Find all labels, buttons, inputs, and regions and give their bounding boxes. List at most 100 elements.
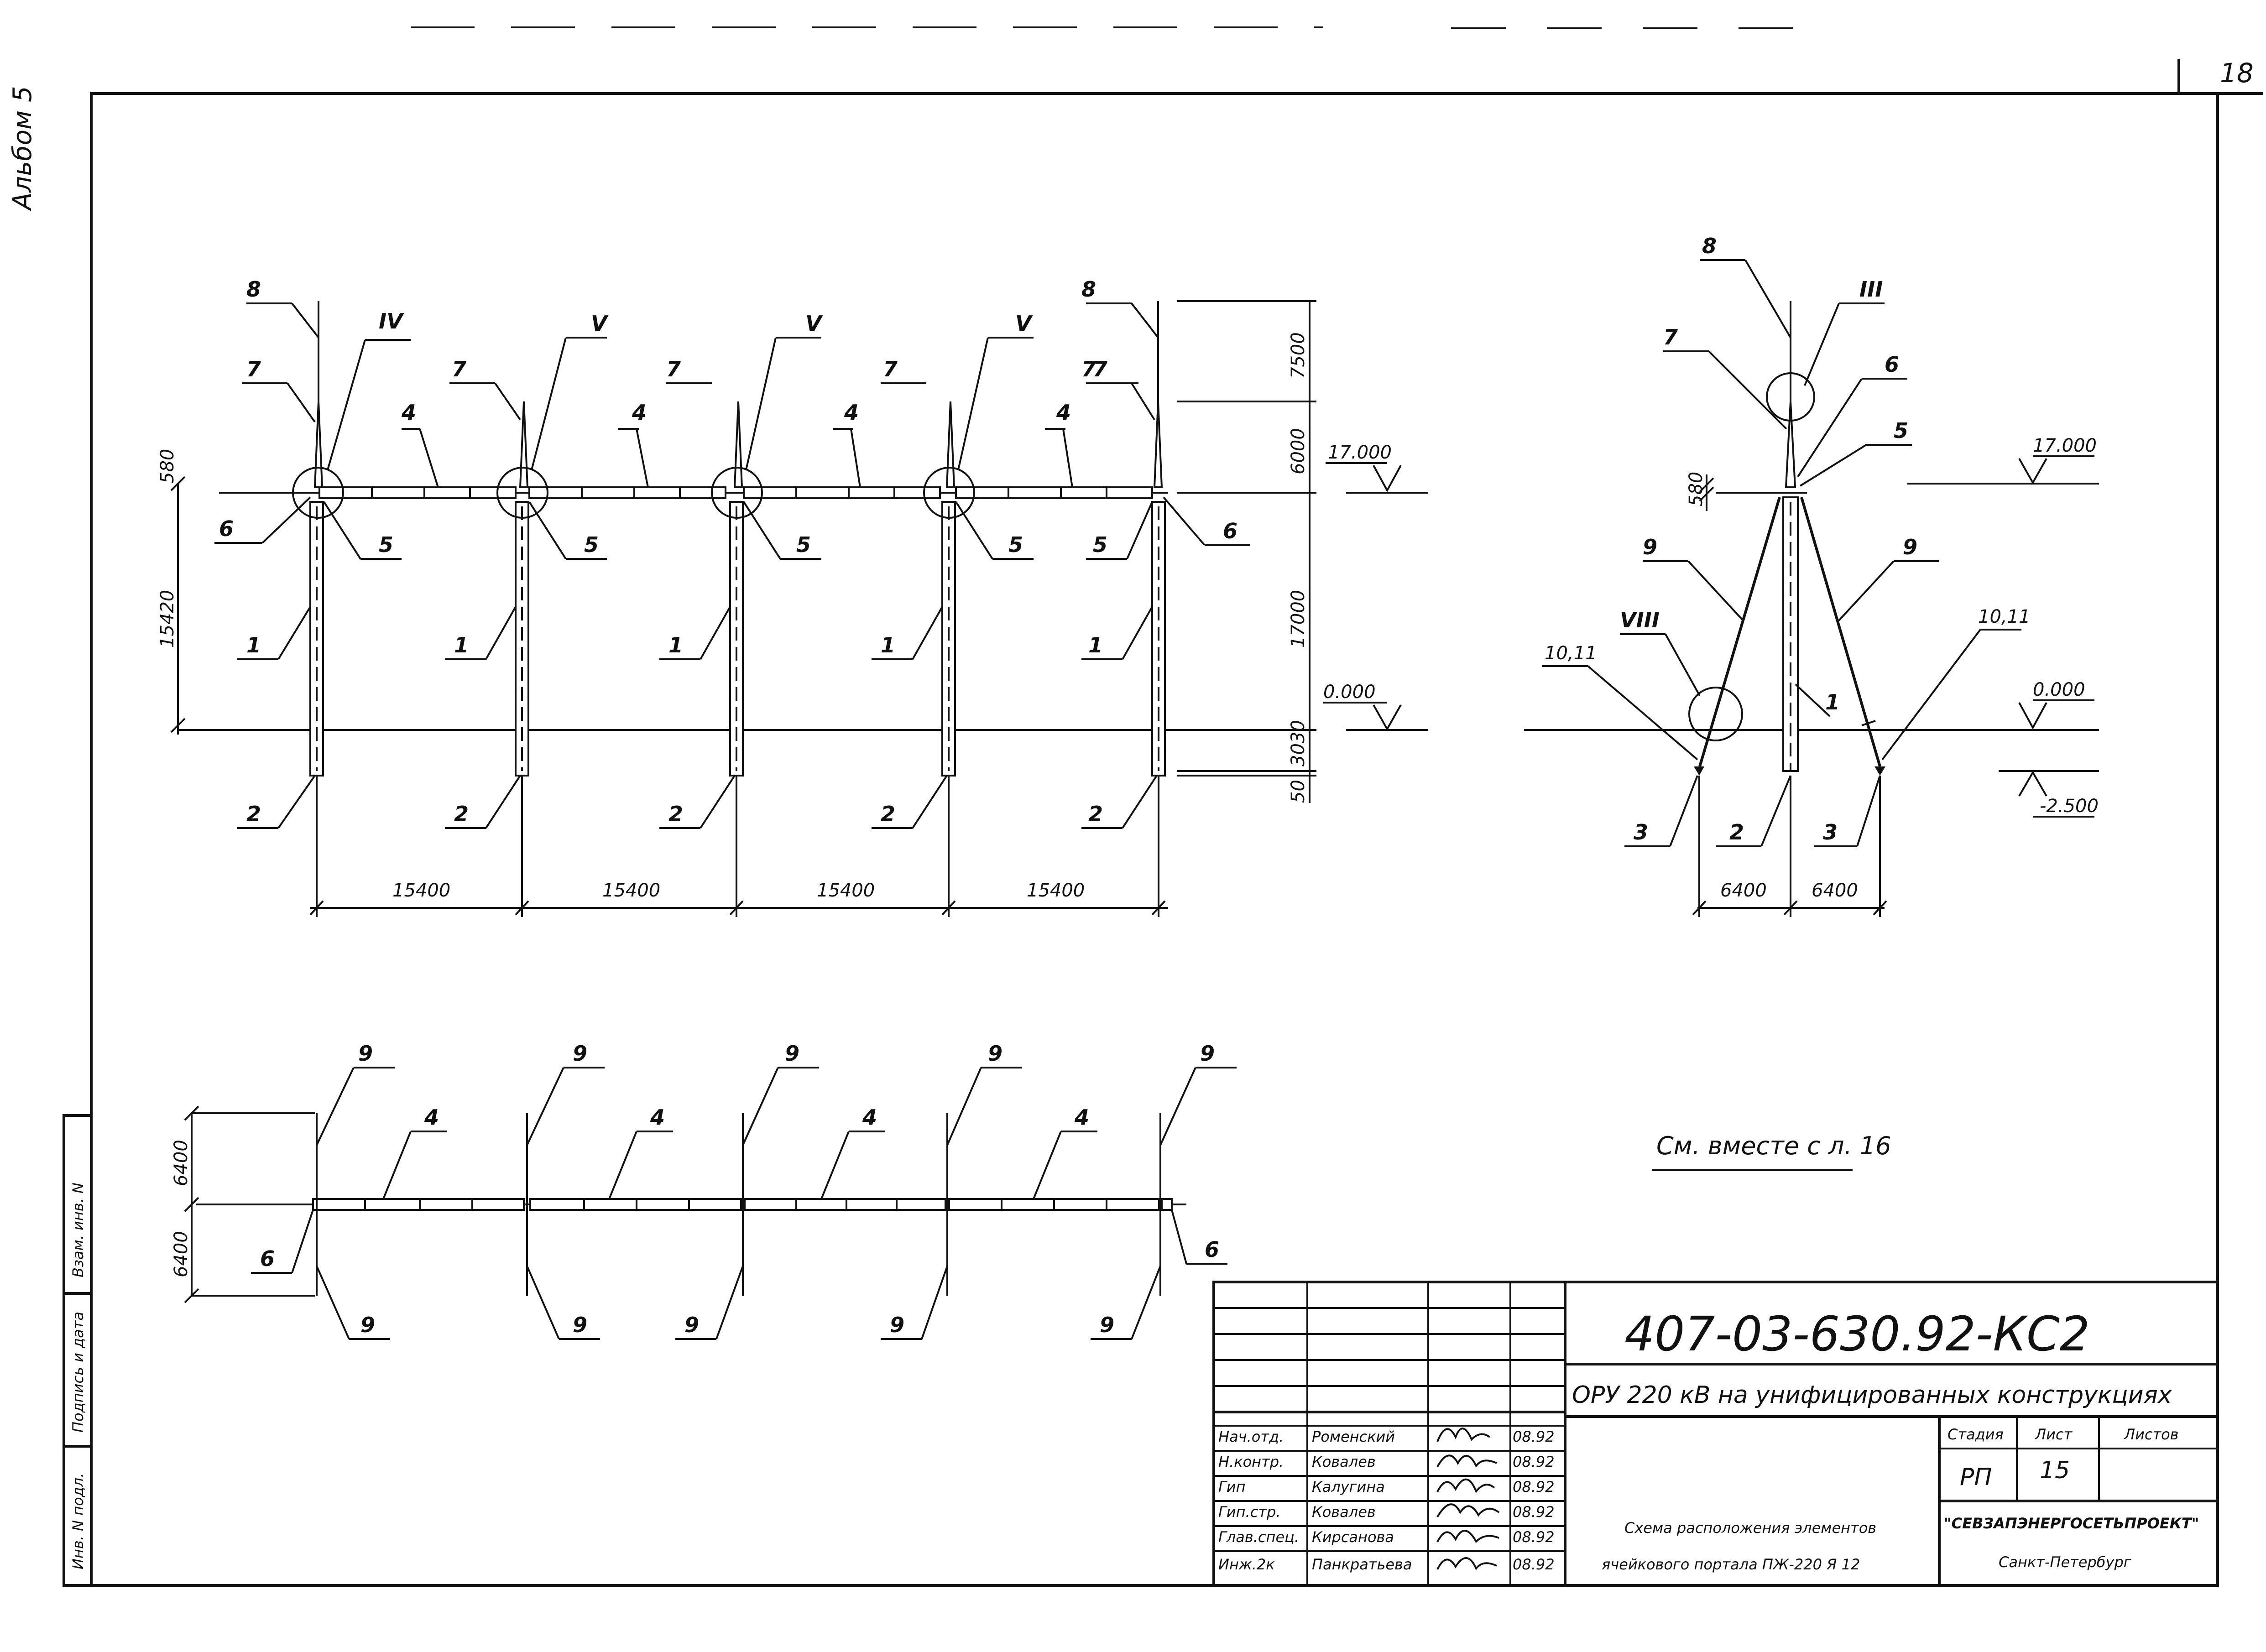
side-strip: Альбом 5 Взам. инв. N Подпись и дата Инв… (8, 86, 93, 1587)
lbl-5-2: 5 (584, 532, 599, 557)
staff-role: Гип.стр. (1218, 1503, 1280, 1521)
org-name: "СЕВЗАПЭНЕРГОСЕТЬПРОЕКТ" (1944, 1515, 2199, 1532)
lbl-6-left: 6 (219, 516, 234, 541)
side-dim-2: 6400 (1812, 880, 1858, 901)
plan-bottom-9-1: 9 (360, 1313, 375, 1337)
dim-7500: 7500 (1288, 332, 1309, 379)
dim-span-2: 15400 (602, 880, 660, 901)
side-lbl-1011-right: 10,11 (1978, 606, 2031, 627)
lbl-1-1: 1 (246, 633, 261, 657)
lbl-7-c2: 7 (666, 357, 681, 381)
stage-header: Стадия (1948, 1426, 2004, 1443)
lbl-V-3: V (1015, 311, 1033, 336)
dim-6000: 6000 (1288, 428, 1309, 474)
staff-name: Кирсанова (1312, 1528, 1394, 1546)
side-lbl-VIII: VIII (1620, 608, 1660, 632)
plan-bottom-9-4: 9 (890, 1313, 904, 1337)
lbl-5-5: 5 (1093, 532, 1107, 557)
dim-left: 580 15420 (157, 449, 186, 735)
peaks (313, 301, 1163, 488)
front-elevation: 15400 15400 15400 15400 580 15420 7500 6… (157, 277, 1428, 917)
plan-top-9-1: 9 (358, 1041, 373, 1066)
level-0000: 0.000 (1323, 682, 1376, 703)
plan-bottom-9-5: 9 (1100, 1313, 1114, 1337)
lbl-2-4: 2 (881, 802, 895, 826)
plan-4-1: 4 (424, 1105, 439, 1130)
lbl-2-1: 2 (246, 802, 261, 826)
drawing-title-2: ячейкового портала ПЖ-220 Я 12 (1602, 1556, 1860, 1573)
lbl-4-1: 4 (401, 400, 416, 425)
staff-date: 08.92 (1513, 1556, 1555, 1573)
side-level-ground: 0.000 (2033, 679, 2085, 700)
front-leaders: 8 IV 7 7 V 7 V 7 V 7 7 8 4 (214, 277, 1250, 829)
plan-dim-bottom: 6400 (171, 1231, 192, 1277)
staff-role: Гип (1218, 1478, 1246, 1496)
object-name: ОРУ 220 кВ на унифицированных конструкци… (1572, 1381, 2172, 1409)
level-17000: 17.000 (1328, 442, 1392, 463)
lbl-5-4: 5 (1008, 532, 1023, 557)
lbl-5-3: 5 (796, 532, 811, 557)
field-replaced-inv: Взам. инв. N (69, 1183, 87, 1277)
field-inv-original: Инв. N подл. (69, 1473, 87, 1569)
signatures (1436, 1428, 1500, 1570)
lbl-2-5: 2 (1088, 802, 1103, 826)
side-dim-580: 580 (1686, 472, 1707, 506)
lbl-7-c3: 7 (883, 357, 898, 381)
sheets-header: Листов (2124, 1426, 2179, 1443)
lbl-V-1: V (591, 311, 609, 336)
dim-580-left: 580 (157, 449, 178, 484)
plan-4-4: 4 (1074, 1105, 1089, 1130)
doc-code: 407-03-630.92-КС2 (1624, 1306, 2090, 1362)
sheet-number: 18 (2220, 57, 2254, 89)
stage-value: РП (1960, 1464, 1992, 1491)
side-elevation: 6400 6400 580 17.000 0.000 -2.500 8 III … (1524, 234, 2099, 917)
dim-50: 50 (1288, 780, 1309, 803)
side-lbl-5: 5 (1894, 418, 1908, 443)
side-dim-1: 6400 (1720, 880, 1767, 901)
dim-right: 7500 6000 17000 3030 50 (1177, 300, 1316, 803)
plan-4-3: 4 (862, 1105, 877, 1130)
staff-date: 08.92 (1513, 1453, 1555, 1470)
staff-role: Глав.спец. (1218, 1528, 1299, 1546)
staff-name: Ковалев (1312, 1503, 1376, 1521)
columns (309, 501, 1166, 776)
side-lbl-8: 8 (1702, 234, 1717, 258)
sheet-value: 15 (2040, 1457, 2070, 1484)
staff-date: 08.92 (1513, 1528, 1555, 1546)
dim-span-4: 15400 (1027, 880, 1085, 901)
lbl-5-1: 5 (379, 532, 393, 557)
staff-role: Нач.отд. (1218, 1428, 1284, 1445)
staff-role: Н.контр. (1218, 1453, 1284, 1470)
plan-top-9-3: 9 (785, 1041, 799, 1066)
staff-name: Роменский (1312, 1428, 1395, 1445)
staff-name: Панкратьева (1312, 1556, 1412, 1573)
side-lbl-3-right: 3 (1823, 820, 1838, 844)
lbl-1-4: 1 (881, 633, 895, 657)
sheet-frame: 18 (90, 26, 2263, 1587)
side-lbl-7: 7 (1663, 325, 1678, 349)
side-lbl-6: 6 (1885, 352, 1899, 377)
dim-3030: 3030 (1288, 720, 1309, 766)
plan-dim-top: 6400 (171, 1140, 192, 1186)
lbl-8-right: 8 (1081, 277, 1096, 302)
staff-date: 08.92 (1513, 1478, 1555, 1496)
side-level-bottom: -2.500 (2040, 796, 2099, 817)
lbl-2-2: 2 (454, 802, 469, 826)
dim-span-1: 15400 (392, 880, 450, 901)
staff-date: 08.92 (1513, 1428, 1555, 1445)
lbl-7-c4: 7 (1093, 357, 1107, 381)
crossbars (318, 486, 1153, 499)
lbl-4-3: 4 (844, 400, 859, 425)
dim-bottom: 15400 15400 15400 15400 (309, 776, 1168, 917)
lbl-4-2: 4 (632, 400, 647, 425)
lbl-IV: IV (379, 309, 404, 334)
org-city: Санкт-Петербург (1999, 1553, 2131, 1571)
plan-view: 6400 6400 9 9 9 9 9 4 4 4 4 6 6 9 9 9 (171, 1041, 1237, 1340)
lbl-7-right: 7 (1081, 357, 1096, 381)
lbl-6-right: 6 (1223, 519, 1237, 543)
staff-name: Калугина (1312, 1478, 1385, 1496)
sheet-header: Лист (2035, 1426, 2073, 1443)
lbl-1-2: 1 (454, 633, 469, 657)
dim-span-3: 15400 (817, 880, 875, 901)
field-signature-date: Подпись и дата (69, 1312, 87, 1433)
